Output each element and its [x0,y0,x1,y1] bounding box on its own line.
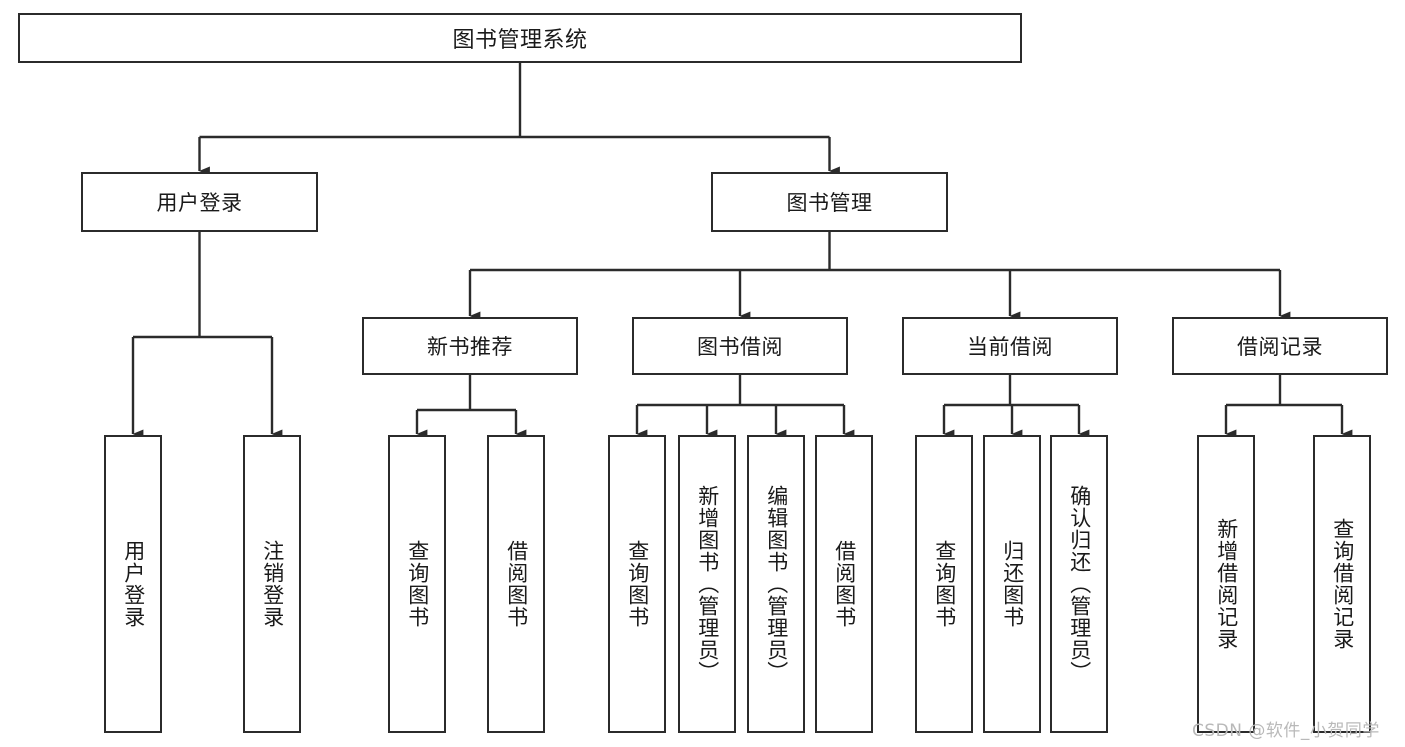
node-label: 注销登录 [260,540,285,628]
node-label: 确认归还（管理员） [1067,485,1092,683]
node-leaf-borrow-book-2[interactable]: 借阅图书 [815,435,873,733]
node-label: 图书管理系统 [452,28,588,53]
node-label: 查询图书 [932,540,957,628]
node-leaf-return-book[interactable]: 归还图书 [983,435,1041,733]
node-label: 借阅记录 [1237,335,1323,359]
node-label: 用户登录 [156,191,243,215]
node-current-borrow[interactable]: 当前借阅 [902,317,1118,375]
node-label: 新书推荐 [427,335,513,359]
node-user-login[interactable]: 用户登录 [81,172,318,232]
node-leaf-query-book-1[interactable]: 查询图书 [388,435,446,733]
node-leaf-user-login[interactable]: 用户登录 [104,435,162,733]
node-label: 借阅图书 [832,540,857,628]
node-leaf-logout[interactable]: 注销登录 [243,435,301,733]
node-label: 图书借阅 [697,335,783,359]
node-leaf-borrow-book-1[interactable]: 借阅图书 [487,435,545,733]
node-leaf-add-book[interactable]: 新增图书（管理员） [678,435,736,733]
node-leaf-query-book-3[interactable]: 查询图书 [915,435,973,733]
node-borrow-record[interactable]: 借阅记录 [1172,317,1388,375]
node-book-manage[interactable]: 图书管理 [711,172,948,232]
node-label: 查询图书 [625,540,650,628]
node-leaf-query-book-2[interactable]: 查询图书 [608,435,666,733]
node-leaf-query-record[interactable]: 查询借阅记录 [1313,435,1371,733]
node-label: 图书管理 [786,191,873,215]
node-root[interactable]: 图书管理系统 [18,13,1022,63]
node-label: 编辑图书（管理员） [764,485,789,683]
tree-connectors [131,63,1353,439]
node-label: 归还图书 [1000,540,1025,628]
node-label: 新增借阅记录 [1214,518,1239,650]
node-new-book-rec[interactable]: 新书推荐 [362,317,578,375]
node-label: 当前借阅 [967,335,1053,359]
node-leaf-confirm-return[interactable]: 确认归还（管理员） [1050,435,1108,733]
node-leaf-edit-book[interactable]: 编辑图书（管理员） [747,435,805,733]
node-leaf-add-record[interactable]: 新增借阅记录 [1197,435,1255,733]
node-book-borrow[interactable]: 图书借阅 [632,317,848,375]
node-label: 新增图书（管理员） [695,485,720,683]
node-label: 借阅图书 [504,540,529,628]
node-label: 查询借阅记录 [1330,518,1355,650]
node-label: 用户登录 [121,540,146,628]
node-label: 查询图书 [405,540,430,628]
